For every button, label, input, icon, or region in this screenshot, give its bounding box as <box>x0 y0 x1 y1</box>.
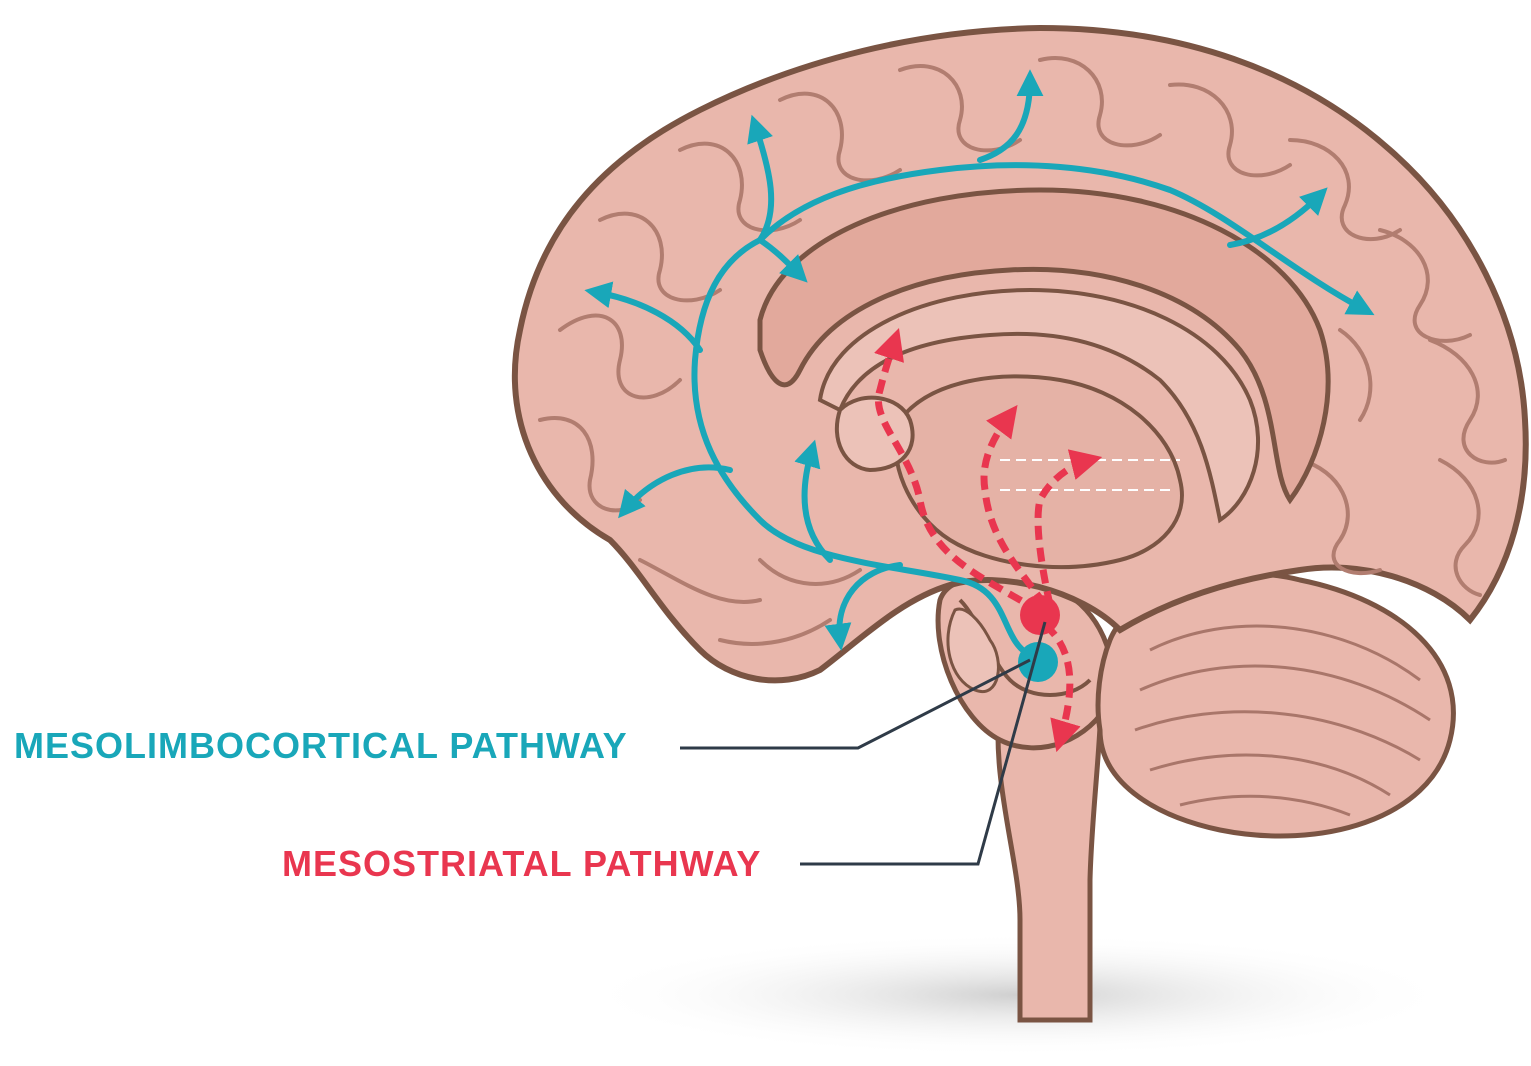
label-mesolimbocortical-pathway: MESOLIMBOCORTICAL PATHWAY <box>14 728 628 764</box>
hypothalamus <box>837 398 913 470</box>
substantia-nigra-red <box>1020 595 1060 635</box>
label-mesostriatal-pathway: MESOSTRIATAL PATHWAY <box>282 846 761 882</box>
